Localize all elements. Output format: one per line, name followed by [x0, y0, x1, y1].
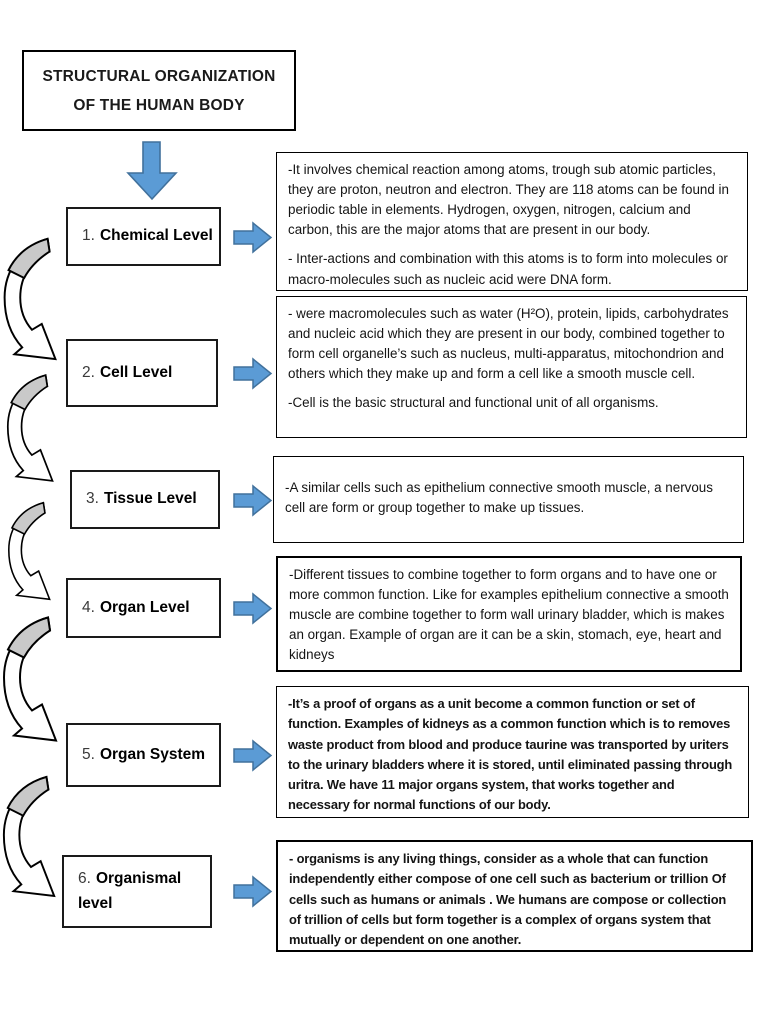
curved-flow-arrow-icon	[0, 498, 60, 604]
level-box-cell: 2.Cell Level	[66, 339, 218, 407]
level-box-organ: 4.Organ Level	[66, 578, 221, 638]
right-arrow-icon	[233, 739, 273, 772]
desc-box-organ: -Different tissues to combine together t…	[276, 556, 742, 672]
desc-box-organ-system: -It’s a proof of organs as a unit become…	[276, 686, 749, 818]
level-box-organ-system: 5.Organ System	[66, 723, 221, 787]
desc-paragraph: -It involves chemical reaction among ato…	[288, 162, 729, 238]
right-arrow-icon	[233, 875, 273, 908]
level-box-organismal: 6.Organismal level	[62, 855, 212, 928]
level-box-tissue: 3.Tissue Level	[70, 470, 220, 529]
right-arrow-icon	[233, 357, 273, 390]
right-arrow-icon	[233, 484, 273, 517]
level-label: 2.Cell Level	[82, 363, 173, 381]
page-title: STRUCTURAL ORGANIZATION OF THE HUMAN BOD…	[22, 50, 296, 131]
right-arrow-icon	[233, 592, 273, 625]
desc-paragraph: -A similar cells such as epithelium conn…	[285, 480, 713, 516]
desc-box-tissue: -A similar cells such as epithelium conn…	[273, 456, 744, 543]
level-label: 6.Organismal level	[78, 870, 182, 912]
desc-box-cell: - were macromolecules such as water (H²O…	[276, 296, 747, 438]
desc-paragraph: -Cell is the basic structural and functi…	[288, 395, 659, 411]
desc-paragraph: -It’s a proof of organs as a unit become…	[288, 696, 733, 813]
level-label: 1.Chemical Level	[82, 227, 213, 245]
curved-flow-arrow-icon	[0, 770, 60, 903]
curved-flow-arrow-icon	[1, 370, 61, 486]
desc-paragraph: - organisms is any living things, consid…	[289, 851, 727, 947]
level-label: 5.Organ System	[82, 745, 206, 763]
curved-flow-arrow-icon	[0, 605, 62, 753]
desc-paragraph: - Inter-actions and combination with thi…	[288, 251, 728, 287]
curved-flow-arrow-icon	[0, 233, 62, 365]
desc-box-chemical: -It involves chemical reaction among ato…	[276, 152, 748, 291]
level-label: 3.Tissue Level	[86, 490, 197, 508]
right-arrow-icon	[233, 221, 273, 254]
level-box-chemical: 1.Chemical Level	[66, 207, 221, 266]
desc-box-organismal: - organisms is any living things, consid…	[276, 840, 753, 952]
desc-paragraph: - were macromolecules such as water (H²O…	[288, 306, 729, 382]
desc-paragraph: -Different tissues to combine together t…	[289, 567, 729, 663]
level-label: 4.Organ Level	[82, 598, 190, 616]
down-arrow-icon	[126, 141, 178, 201]
